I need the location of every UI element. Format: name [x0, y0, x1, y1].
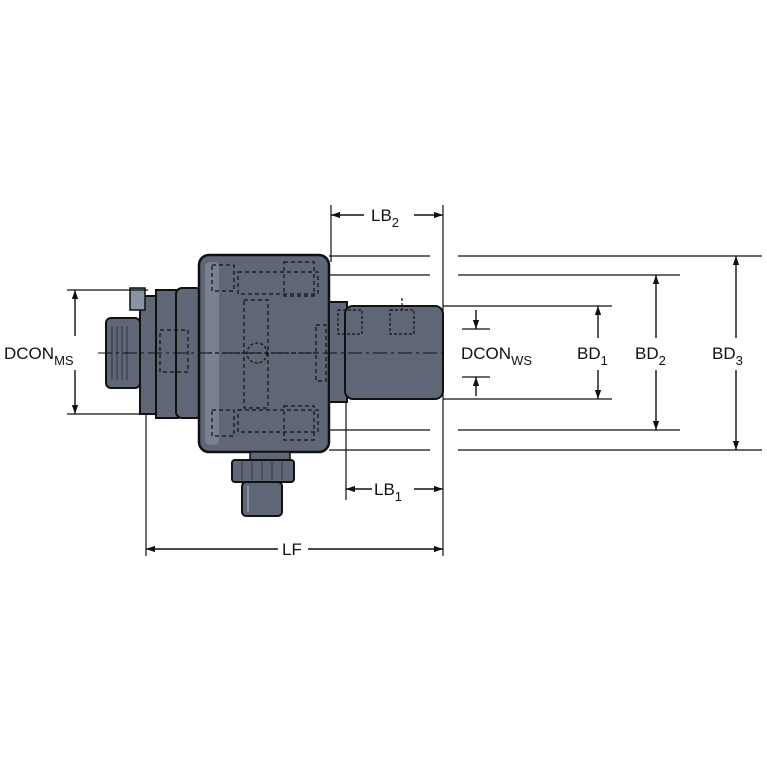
dimension-arrows [71, 211, 740, 553]
bd1-label: BD1 [577, 344, 608, 368]
lf-label: LF [282, 540, 302, 559]
flange-outer [155, 289, 179, 419]
lb2-label: LB2 [371, 206, 399, 230]
bd2-label: BD2 [635, 344, 666, 368]
tool-body [105, 253, 444, 517]
coolant-connector [231, 451, 295, 517]
dcon-ws-label: DCONWS [461, 344, 532, 368]
flange-inner [139, 295, 157, 415]
flange-tab [129, 287, 146, 311]
extension-hidden-screws [337, 298, 415, 335]
lb1-label: LB1 [374, 480, 402, 504]
bd3-label: BD3 [712, 344, 743, 368]
shank-hidden-bore [159, 329, 189, 373]
dcon-ms-label: DCONMS [4, 344, 74, 368]
extension-lines [67, 205, 762, 556]
